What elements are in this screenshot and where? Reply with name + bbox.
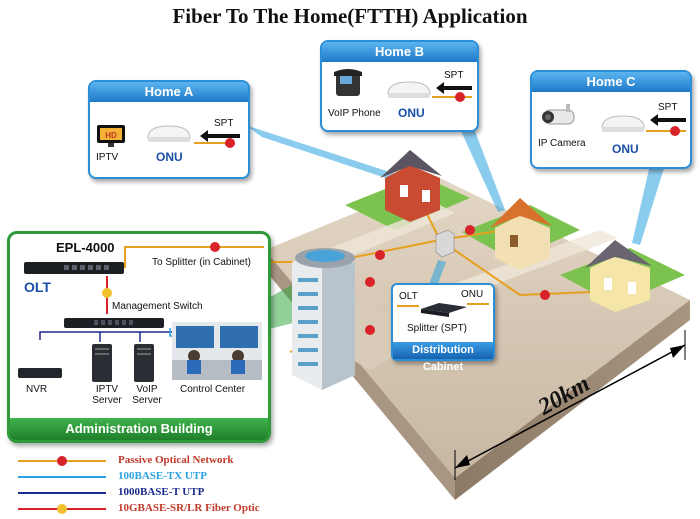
cabinet-pon-line-out — [467, 303, 489, 305]
control-center-label: Control Center — [180, 384, 246, 395]
iptv-icon: HD — [97, 125, 125, 147]
legend-10g-label: 10GBASE-SR/LR Fiber Optic — [118, 502, 260, 514]
voip-phone-icon — [334, 69, 362, 96]
voip-server-label: VoIP Server — [132, 384, 162, 406]
legend-100base-label: 100BASE-TX UTP — [118, 470, 207, 482]
olt-label: OLT — [24, 279, 51, 295]
legend: Passive Optical Network 100BASE-TX UTP 1… — [18, 452, 318, 514]
legend-100base-swatch — [18, 476, 106, 478]
pon-badge-olt — [210, 242, 220, 252]
home-a-house — [380, 150, 442, 222]
home-b-onu-label: ONU — [398, 106, 425, 120]
onu-device-icon — [601, 115, 645, 132]
onu-device-icon — [147, 125, 191, 142]
pon-line-a — [194, 142, 234, 144]
pon-line-c — [646, 130, 686, 132]
legend-pon-swatch — [18, 456, 106, 466]
home-b-device-label: VoIP Phone — [328, 108, 381, 119]
cabinet-pon-line — [397, 305, 419, 307]
home-c-house — [585, 240, 652, 312]
iptv-server-label: IPTV Server — [92, 384, 122, 406]
legend-1000base-swatch — [18, 492, 106, 494]
legend-pon-label: Passive Optical Network — [118, 454, 234, 466]
ground-side-right — [455, 300, 690, 500]
home-b-header: Home B — [322, 42, 477, 62]
olt-device-icon — [24, 262, 124, 274]
pon-line-olt — [124, 246, 264, 248]
page-title: Fiber To The Home(FTTH) Application — [172, 4, 528, 28]
to-splitter-label: To Splitter (in Cabinet) — [152, 257, 251, 268]
legend-10g-swatch — [18, 504, 106, 514]
arrow-left-icon — [436, 82, 472, 94]
switch-device-icon — [64, 318, 164, 328]
pon-line-olt-drop — [124, 246, 126, 268]
nvr-icon — [18, 368, 62, 378]
distance-arrow — [454, 344, 686, 469]
nvr-label: NVR — [26, 384, 48, 395]
arrow-left-icon — [650, 114, 686, 126]
home-c-spt-label: SPT — [658, 102, 678, 113]
pon-badge-a — [225, 138, 235, 148]
home-a-spt-label: SPT — [214, 118, 234, 129]
fiber-10g-badge — [102, 288, 112, 298]
home-c-header: Home C — [532, 72, 690, 92]
home-b-house — [490, 198, 552, 270]
cabinet-onu-label: ONU — [461, 289, 484, 300]
iptv-server-icon — [92, 344, 112, 382]
home-a-header: Home A — [90, 82, 248, 102]
home-c-onu-label: ONU — [612, 142, 639, 156]
admin-building-panel: EPL-4000 OLT To Splitter (in Cabinet) Ma… — [7, 231, 271, 443]
management-switch-label: Management Switch — [112, 301, 203, 312]
pon-line-b — [432, 96, 472, 98]
admin-building-footer: Administration Building — [10, 418, 268, 440]
distribution-cabinet-footer: Distribution Cabinet — [393, 342, 493, 373]
home-c-panel: Home C IP Camera ONU SPT — [530, 70, 692, 169]
pon-badge — [365, 225, 550, 335]
cabinet-splitter-label: Splitter (SPT) — [407, 323, 468, 334]
splitter-device-icon — [421, 303, 467, 317]
cabinet-olt-label: OLT — [399, 291, 418, 302]
home-c-device-label: IP Camera — [538, 138, 586, 149]
home-b-panel: Home B VoIP Phone ONU SPT — [320, 40, 479, 132]
pon-badge-c — [670, 126, 680, 136]
home-a-panel: Home A HD IPTV ONU SPT — [88, 80, 250, 179]
home-b-spt-label: SPT — [444, 70, 464, 81]
ip-camera-icon — [542, 104, 575, 125]
home-a-onu-label: ONU — [156, 150, 183, 164]
pon-badge-b — [455, 92, 465, 102]
admin-tower — [292, 248, 355, 390]
home-a-device-label: IPTV — [96, 152, 119, 163]
distribution-cabinet-panel: OLT ONU Splitter (SPT) Distribution Cabi… — [391, 283, 495, 373]
olt-model-label: EPL-4000 — [56, 240, 115, 255]
legend-1000base-label: 1000BASE-T UTP — [118, 486, 205, 498]
onu-device-icon — [387, 81, 431, 98]
control-center-icon — [172, 322, 262, 380]
voip-server-icon — [134, 344, 154, 382]
arrow-left-icon — [200, 130, 240, 142]
svg-text:HD: HD — [105, 131, 117, 140]
